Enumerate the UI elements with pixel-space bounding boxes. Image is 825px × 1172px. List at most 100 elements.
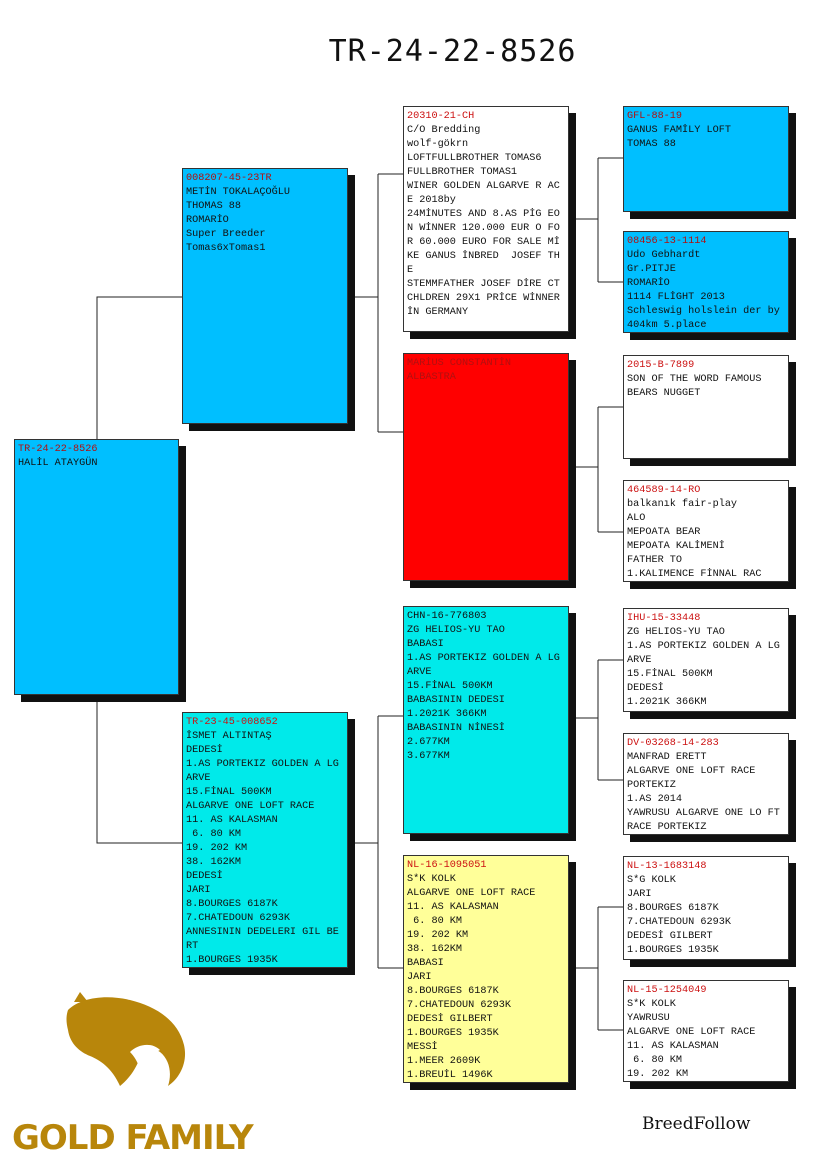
info-line: 7.CHATEDOUN 6293K xyxy=(186,913,290,924)
pigeon-card-ggs-3[interactable]: 2015-B-7899 SON OF THE WORD FAMOUS BEARS… xyxy=(623,355,789,459)
info-line: S*K KOLK xyxy=(627,999,676,1010)
info-line: TOMAS 88 xyxy=(627,139,676,150)
pigeon-card-sire-dam[interactable]: MARİUS CONSTANTİN ALBASTRA xyxy=(403,353,569,581)
info-line: 8.BOURGES 6187K xyxy=(186,899,278,910)
info-line: STEMMFATHER JOSEF DİRE CT CHLDREN 29X1 P… xyxy=(407,279,566,318)
brand-logo-text: GOLD FAMILY xyxy=(12,1118,254,1158)
info-line: 7.CHATEDOUN 6293K xyxy=(407,1000,511,1011)
info-line: Super Breeder xyxy=(186,229,266,240)
ring-number: NL-13-1683148 xyxy=(627,861,707,872)
info-line: THOMAS 88 xyxy=(186,201,242,212)
ring-number: GFL-88-19 xyxy=(627,111,683,122)
ring-number: 08456-13-1114 xyxy=(627,236,707,247)
info-line: JARI xyxy=(407,972,432,983)
info-line: METİN TOKALAÇOĞLU xyxy=(186,187,290,198)
ring-number: 2015-B-7899 xyxy=(627,360,695,371)
info-line: BABASININ NİNESİ xyxy=(407,723,505,734)
pigeon-card-ggs-5[interactable]: IHU-15-33448 ZG HELIOS-YU TAO 1.AS PORTE… xyxy=(623,608,789,712)
info-line: DEDESİ GILBERT xyxy=(627,931,713,942)
info-line: 8.BOURGES 6187K xyxy=(407,986,499,997)
info-line: 15.FİNAL 500KM xyxy=(627,669,713,680)
info-line: C/O Bredding xyxy=(407,125,481,136)
info-line: DEDESİ xyxy=(627,683,664,694)
ring-number: 20310-21-CH xyxy=(407,111,475,122)
info-line: 1.BOURGES 1935K xyxy=(627,945,719,956)
pigeon-card-dam[interactable]: TR-23-45-008652 İSMET ALTINTAŞ DEDESİ 1.… xyxy=(182,712,348,968)
info-line: 6. 80 KM xyxy=(627,1055,683,1066)
info-line: JARI xyxy=(186,885,211,896)
info-line: ALO xyxy=(627,513,646,524)
info-line: DEDESİ xyxy=(186,871,223,882)
panther-logo-icon xyxy=(66,992,186,1086)
info-line: S*K KOLK xyxy=(407,874,456,885)
ring-number: IHU-15-33448 xyxy=(627,613,701,624)
app-credit: BreedFollow xyxy=(642,1114,751,1134)
info-line: ANNESININ DEDELERI GIL BERT xyxy=(186,927,339,952)
info-line: 1114 FLİGHT 2013 xyxy=(627,292,725,303)
info-line: PORTEKIZ xyxy=(627,780,676,791)
info-line: YAWRUSU xyxy=(627,1013,670,1024)
info-line: MEPOATA KALİMENİ xyxy=(627,541,725,552)
info-line: WINER GOLDEN ALGARVE R ACE 2018by xyxy=(407,181,560,206)
pigeon-card-sire-sire[interactable]: 20310-21-CH C/O Bredding wolf-gökrn LOFT… xyxy=(403,106,569,332)
info-line: ALGARVE ONE LOFT RACE xyxy=(627,766,756,777)
ring-number: TR-23-45-008652 xyxy=(186,717,278,728)
info-line: 6. 80 KM xyxy=(186,829,242,840)
info-line: MEPOATA BEAR xyxy=(627,527,701,538)
info-line: HALİL ATAYGÜN xyxy=(18,458,98,469)
info-line: ALBASTRA xyxy=(407,372,456,383)
info-line: ROMARİO xyxy=(627,278,670,289)
info-line: FULLBROTHER TOMAS1 xyxy=(407,167,518,178)
pigeon-card-dam-dam[interactable]: NL-16-1095051 S*K KOLK ALGARVE ONE LOFT … xyxy=(403,855,569,1083)
info-line: Udo Gebhardt xyxy=(627,250,701,261)
info-line: JARI xyxy=(627,889,652,900)
info-line: Gr.PITJE xyxy=(627,264,676,275)
pigeon-card-ggs-2[interactable]: 08456-13-1114 Udo Gebhardt Gr.PITJE ROMA… xyxy=(623,231,789,333)
info-line: 38. 162KM xyxy=(186,857,242,868)
ring-number: NL-15-1254049 xyxy=(627,985,707,996)
info-line: 1.2021K 366KM xyxy=(407,709,487,720)
info-line: 1.AS PORTEKIZ GOLDEN A LGARVE xyxy=(186,759,339,784)
info-line: balkanık fair-play xyxy=(627,499,738,510)
ring-number: CHN-16-776803 xyxy=(407,611,487,622)
info-line: BEARS NUGGET xyxy=(627,388,701,399)
pigeon-card-ggs-6[interactable]: DV-03268-14-283 MANFRAD ERETT ALGARVE ON… xyxy=(623,733,789,835)
info-line: 1.BREUİL 1496K xyxy=(407,1070,493,1081)
info-line: 19. 202 KM xyxy=(627,1069,689,1080)
pigeon-card-subject[interactable]: TR-24-22-8526 HALİL ATAYGÜN xyxy=(14,439,179,695)
info-line: 19. 202 KM xyxy=(186,843,248,854)
ring-number: 008207-45-23TR xyxy=(186,173,272,184)
info-line: S*G KOLK xyxy=(627,875,676,886)
info-line: BABASI xyxy=(407,639,444,650)
info-line: 1.AS PORTEKIZ GOLDEN A LGARVE xyxy=(407,653,560,678)
info-line: 6. 80 KM xyxy=(407,916,463,927)
info-line: İSMET ALTINTAŞ xyxy=(186,731,272,742)
page-title: TR-24-22-8526 xyxy=(328,34,577,69)
info-line: 1.MEER 2609K xyxy=(407,1056,481,1067)
info-line: 11. AS KALASMAN xyxy=(186,815,278,826)
info-line: 1.AS 2014 xyxy=(627,794,683,805)
info-line: 24MİNUTES AND 8.AS PİG EON WİNNER 120.00… xyxy=(407,209,560,276)
info-line: 38. 162KM xyxy=(407,944,463,955)
pigeon-card-ggs-1[interactable]: GFL-88-19 GANUS FAMİLY LOFT TOMAS 88 xyxy=(623,106,789,212)
info-line: ALGARVE ONE LOFT RACE xyxy=(407,888,536,899)
info-line: 11. AS KALASMAN xyxy=(627,1041,719,1052)
info-line: FATHER TO xyxy=(627,555,683,566)
pigeon-card-dam-sire[interactable]: CHN-16-776803 ZG HELIOS-YU TAO BABASI 1.… xyxy=(403,606,569,834)
info-line: 1.BOURGES 1935K xyxy=(407,1028,499,1039)
info-line: ROMARİO xyxy=(186,215,229,226)
info-line: 1.BOURGES 1935K xyxy=(186,955,278,966)
info-line: DEDESİ GILBERT xyxy=(407,1014,493,1025)
pigeon-card-ggs-7[interactable]: NL-13-1683148 S*G KOLK JARI 8.BOURGES 61… xyxy=(623,856,789,960)
info-line: 19. 202 KM xyxy=(407,930,469,941)
info-line: GANUS FAMİLY LOFT xyxy=(627,125,731,136)
info-line: 1.AS PORTEKIZ GOLDEN A LGARVE xyxy=(627,641,780,666)
info-line: 3.677KM xyxy=(407,751,450,762)
info-line: ZG HELIOS-YU TAO xyxy=(627,627,725,638)
pigeon-card-sire[interactable]: 008207-45-23TR METİN TOKALAÇOĞLU THOMAS … xyxy=(182,168,348,424)
info-line: 7.CHATEDOUN 6293K xyxy=(627,917,731,928)
pigeon-card-ggs-8[interactable]: NL-15-1254049 S*K KOLK YAWRUSU ALGARVE O… xyxy=(623,980,789,1082)
pigeon-card-ggs-4[interactable]: 464589-14-RO balkanık fair-play ALO MEPO… xyxy=(623,480,789,582)
info-line: DEDESİ xyxy=(186,745,223,756)
